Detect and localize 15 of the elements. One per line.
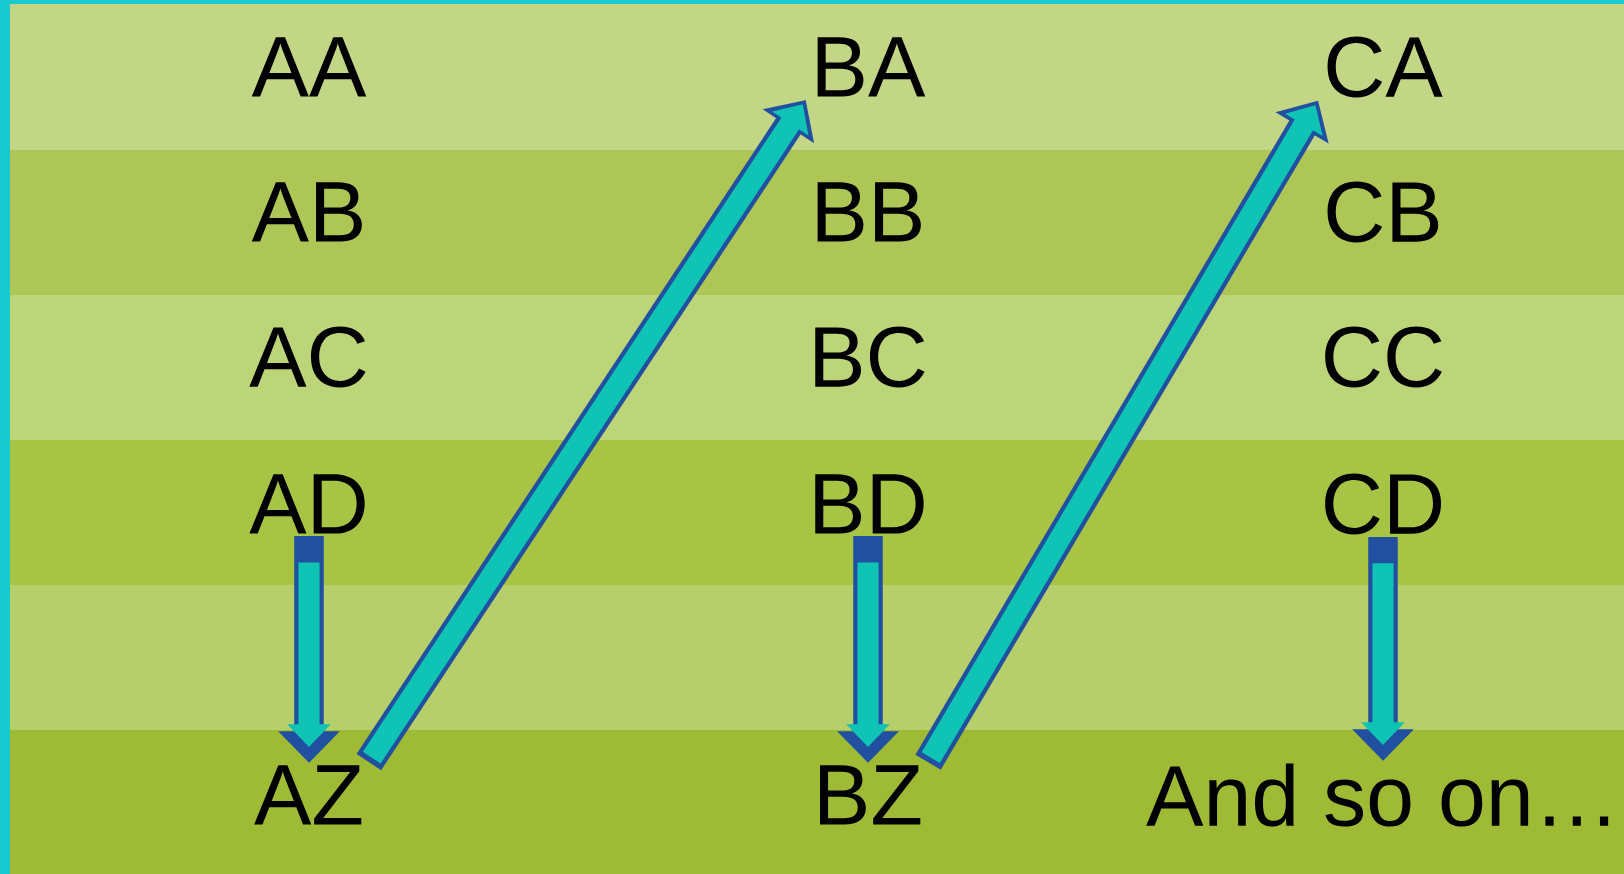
cell-text: AC (249, 326, 366, 388)
cell-text: AA (251, 37, 367, 97)
cell-text: AB (251, 182, 362, 242)
cell-text: CD (1325, 473, 1442, 535)
cell-text: BC (815, 326, 925, 388)
cell-text: AZ (254, 765, 362, 825)
cell-text: BZ (820, 765, 921, 825)
cell-text: CB (1327, 181, 1439, 243)
cell-text: CC (1325, 326, 1442, 388)
cell-text: BB (817, 182, 921, 242)
cell-text: BA (817, 37, 926, 97)
cell-text: BD (815, 474, 924, 534)
cell-text: AD (249, 474, 365, 534)
cell-text: CA (1327, 36, 1443, 98)
cell-text: And so on… (1146, 763, 1609, 827)
